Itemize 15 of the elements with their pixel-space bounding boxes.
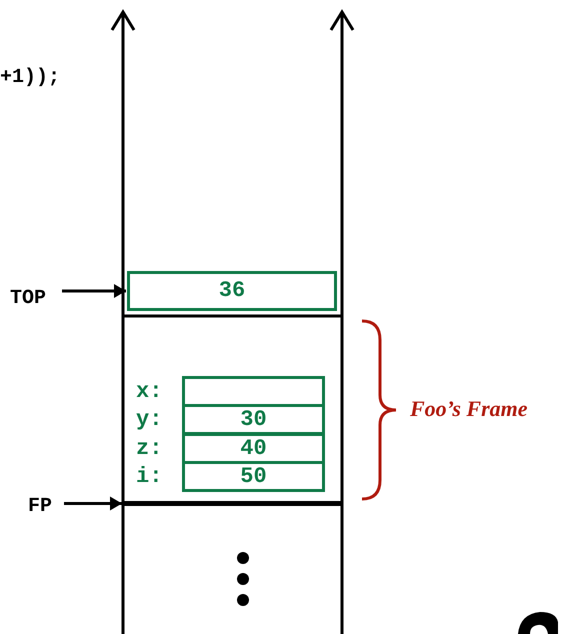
stack-cell: 40 [182,433,325,464]
stack-cell: 50 [182,461,325,492]
variable-label: x: [136,381,162,403]
pointer-arrow [62,284,126,298]
stack-cell: 30 [182,404,325,435]
code-text: +1)); [0,66,60,89]
pointer-label: TOP [10,287,60,313]
frame-label: Foo’s Frame [410,396,528,422]
empty-stack-cell [182,376,325,407]
variable-label: i: [136,466,162,488]
variable-label: z: [136,438,162,460]
pointer-arrow [64,496,122,510]
pointer-label: FP [28,495,62,521]
variable-label: y: [136,409,162,431]
stack-cell: 36 [127,271,337,311]
